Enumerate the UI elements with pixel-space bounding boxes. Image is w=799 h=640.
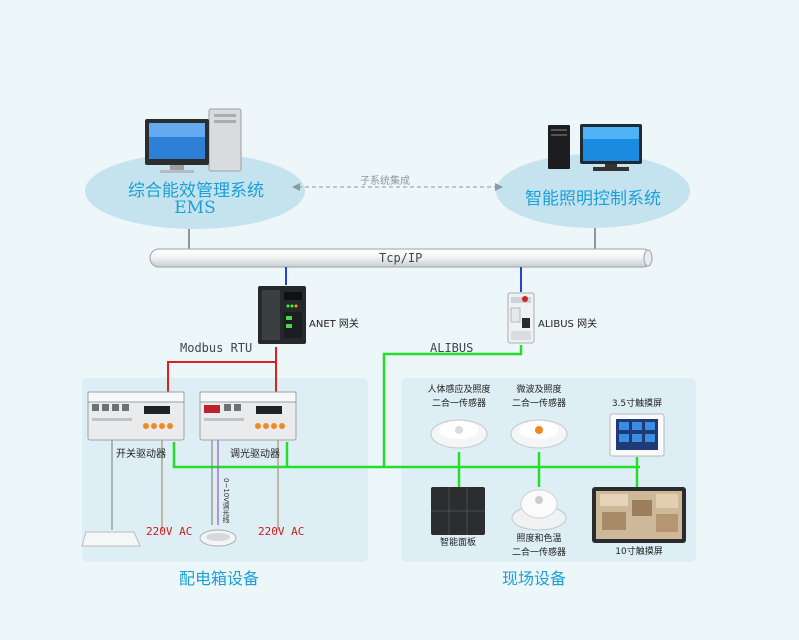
tcpip-label: Tcp/IP [379, 251, 423, 265]
human-sensor-label-line2: 二合一传感器 [431, 399, 486, 409]
voltage-right-label: 220V AC [258, 525, 305, 538]
color-sensor-label-line2: 二合一传感器 [511, 548, 566, 558]
color-sensor-device [511, 489, 567, 531]
touch35-label: 3.5寸触摸屏 [611, 399, 663, 409]
lighting-ellipse [496, 154, 690, 228]
dimming-line-label: 0~10V调光线 [222, 478, 230, 524]
ems-title: 综合能效管理系统 [128, 181, 264, 201]
distribution-box-title: 配电箱设备 [179, 569, 260, 588]
integration-label: 子系统集成 [360, 176, 410, 187]
switch-driver-label: 开关驱动器 [116, 449, 166, 460]
human-sensor-label: 人体感应及照度 二合一传感器 [419, 383, 499, 411]
downlight [199, 529, 237, 547]
alibus-label: ALIBUS [430, 341, 474, 355]
microwave-sensor-label-line2: 二合一传感器 [511, 399, 566, 409]
smart-panel-label: 智能面板 [439, 538, 476, 548]
ems-computer [145, 108, 242, 173]
alibus-gateway-label: ALIBUS 网关 [538, 319, 598, 330]
color-sensor-label-line1: 照度和色温 [516, 534, 562, 544]
human-sensor-label-line1: 人体感应及照度 [427, 385, 491, 395]
lighting-system-title: 智能照明控制系统 [525, 189, 661, 209]
modbus-label: Modbus RTU [180, 341, 253, 355]
microwave-sensor-label: 微波及照度 二合一传感器 [499, 383, 579, 411]
alibus-gateway-device [507, 292, 535, 344]
voltage-left-label: 220V AC [146, 525, 193, 538]
panel-light [81, 531, 141, 547]
anet-gateway-device [258, 286, 306, 344]
switch-driver-device [87, 391, 185, 441]
smart-panel-device [431, 487, 485, 535]
ems-subtitle: EMS [174, 198, 216, 218]
human-sensor-device [430, 419, 488, 449]
field-device-title: 现场设备 [502, 569, 567, 588]
anet-gateway-label: ANET 网关 [309, 319, 359, 330]
dimming-driver-device [199, 391, 297, 441]
microwave-sensor-label-line1: 微波及照度 [516, 385, 562, 395]
ems-ellipse [85, 153, 305, 229]
touch10-device [592, 487, 686, 543]
dimming-driver-label: 调光驱动器 [230, 449, 280, 460]
touch35-device [609, 413, 665, 457]
lighting-computer [548, 124, 642, 171]
microwave-sensor-device [510, 419, 568, 449]
color-sensor-label: 照度和色温 二合一传感器 [499, 532, 579, 560]
touch10-label: 10寸触摸屏 [615, 547, 663, 557]
